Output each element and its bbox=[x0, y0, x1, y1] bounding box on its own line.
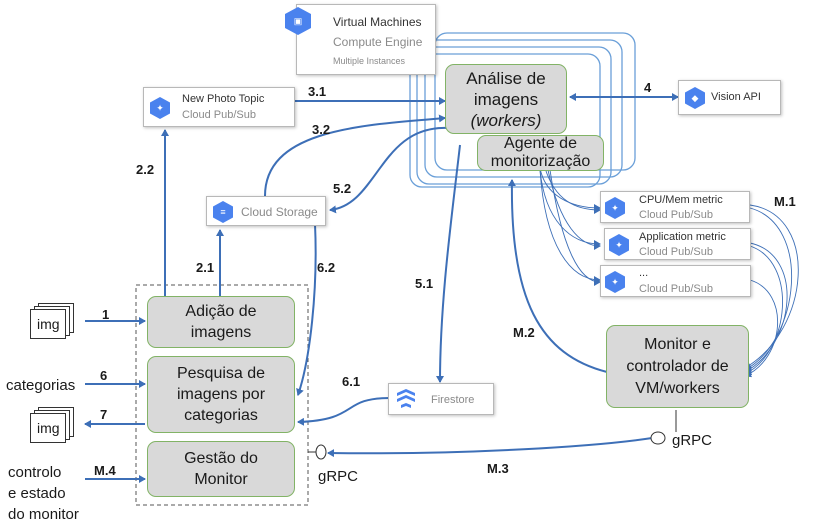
gestao-text: Gestão do Monitor bbox=[184, 450, 258, 488]
step-m3-label: M.3 bbox=[487, 461, 509, 476]
arrow-6-1 bbox=[297, 397, 391, 426]
arrow-5-2 bbox=[329, 126, 449, 214]
analise-imagens-box: Análise de imagens (workers) bbox=[445, 64, 567, 134]
metric-to-monitor-1b bbox=[744, 207, 792, 371]
metric-to-monitor-1 bbox=[744, 204, 799, 369]
vm-note: Multiple Instances bbox=[333, 56, 406, 66]
step-4-label: 4 bbox=[644, 80, 652, 95]
agente-monitorizacao-box: Agente de monitorização bbox=[477, 135, 604, 171]
metric-subtitle: Cloud Pub/Sub bbox=[639, 246, 713, 258]
agent-to-metric-1b bbox=[544, 167, 601, 214]
metric-topic-more: ✦ ... Cloud Pub/Sub bbox=[600, 265, 751, 297]
img-input-document: img bbox=[30, 303, 74, 339]
pesquisa-text: Pesquisa de imagens por categorias bbox=[176, 365, 266, 424]
step-3-2-label: 3.2 bbox=[312, 122, 331, 137]
firestore-icon bbox=[395, 389, 417, 411]
pubsub-icon: ✦ bbox=[605, 271, 625, 293]
new-photo-title: New Photo Topic bbox=[182, 93, 265, 105]
compute-engine-icon: ▣ bbox=[285, 7, 311, 35]
agente-text: Agente de monitorização bbox=[490, 135, 591, 170]
doc-sheet-front bbox=[30, 309, 66, 339]
analise-line2: imagens bbox=[473, 89, 539, 109]
metric-subtitle: Cloud Pub/Sub bbox=[639, 209, 713, 221]
cloud-storage-title: Cloud Storage bbox=[241, 205, 318, 219]
agent-to-metric-2 bbox=[539, 169, 601, 248]
step-1-label: 1 bbox=[102, 307, 110, 322]
pubsub-icon: ✦ bbox=[605, 197, 625, 219]
arrow-6-2 bbox=[296, 223, 317, 396]
metric-to-monitor-2 bbox=[744, 242, 788, 373]
metric-topic-cpu: ✦ CPU/Mem metric Cloud Pub/Sub bbox=[600, 191, 750, 223]
controlo-line2: e estado bbox=[8, 485, 66, 502]
analise-line3: (workers) bbox=[470, 110, 542, 130]
step-6-1-label: 6.1 bbox=[342, 374, 361, 389]
grpc-left-endpoint bbox=[315, 444, 327, 460]
metric-topic-application: ✦ Application metric Cloud Pub/Sub bbox=[604, 228, 751, 260]
step-2-2-label: 2.2 bbox=[136, 162, 155, 177]
metric-subtitle: Cloud Pub/Sub bbox=[639, 283, 713, 295]
agent-to-metric-1 bbox=[539, 167, 601, 212]
controlo-line1: controlo bbox=[8, 464, 62, 481]
vm-title: Virtual Machines bbox=[333, 15, 422, 29]
adicao-text: Adição de imagens bbox=[185, 303, 257, 341]
frontend-boundary bbox=[135, 284, 309, 506]
agent-to-metric-3b bbox=[549, 169, 601, 286]
img-output-document: img bbox=[30, 407, 74, 443]
step-6-2-label: 6.2 bbox=[317, 260, 336, 275]
arrow-3-2 bbox=[264, 114, 446, 197]
grpc-right-label: gRPC bbox=[672, 432, 713, 449]
img-output-label: img bbox=[37, 420, 60, 436]
agent-to-metric-3 bbox=[539, 169, 601, 284]
vision-api-title: Vision API bbox=[711, 91, 761, 103]
grpc-right-endpoint bbox=[650, 431, 666, 445]
new-photo-subtitle: Cloud Pub/Sub bbox=[182, 109, 256, 121]
metric-to-monitor-3 bbox=[744, 279, 779, 378]
step-m1-label: M.1 bbox=[774, 194, 796, 209]
pubsub-icon: ✦ bbox=[609, 234, 629, 256]
vision-api-card: ◆ Vision API bbox=[678, 80, 781, 115]
virtual-machines-card: ▣ Virtual Machines Compute Engine Multip… bbox=[285, 4, 436, 75]
pesquisa-imagens-box: Pesquisa de imagens por categorias bbox=[147, 356, 295, 433]
vm-subtitle: Compute Engine bbox=[333, 35, 423, 49]
categorias-label: categorias bbox=[6, 377, 76, 394]
metric-title: Application metric bbox=[639, 231, 726, 243]
monitor-text: Monitor e controlador de VM/workers bbox=[626, 335, 729, 397]
step-2-1-label: 2.1 bbox=[196, 260, 215, 275]
vision-api-icon: ◆ bbox=[685, 87, 705, 109]
firestore-card: Firestore bbox=[388, 383, 494, 415]
controlo-line3: do monitor bbox=[8, 506, 79, 523]
grpc-left-label: gRPC bbox=[318, 468, 359, 485]
metric-to-monitor-2b bbox=[744, 245, 783, 375]
arrow-5-1 bbox=[436, 144, 461, 383]
firestore-title: Firestore bbox=[431, 394, 475, 406]
monitor-controlador-box: Monitor e controlador de VM/workers bbox=[606, 325, 749, 408]
step-m4-label: M.4 bbox=[94, 463, 116, 478]
arrow-m2 bbox=[507, 179, 608, 373]
metric-title: CPU/Mem metric bbox=[639, 194, 723, 206]
cloud-storage-card: ≡ Cloud Storage bbox=[206, 196, 326, 226]
arrow-m3 bbox=[327, 437, 653, 458]
step-7-label: 7 bbox=[100, 407, 108, 422]
img-input-label: img bbox=[37, 316, 60, 332]
adicao-imagens-box: Adição de imagens bbox=[147, 296, 295, 348]
new-photo-topic-card: ✦ New Photo Topic Cloud Pub/Sub bbox=[143, 87, 295, 127]
step-3-1-label: 3.1 bbox=[308, 84, 327, 99]
step-5-1-label: 5.1 bbox=[415, 276, 434, 291]
analise-line1: Análise de bbox=[466, 68, 546, 88]
step-m2-label: M.2 bbox=[513, 325, 535, 340]
step-6-label: 6 bbox=[100, 368, 108, 383]
doc-sheet-front bbox=[30, 413, 66, 443]
step-5-2-label: 5.2 bbox=[333, 181, 352, 196]
gestao-monitor-box: Gestão do Monitor bbox=[147, 441, 295, 497]
agent-to-metric-2b bbox=[547, 169, 601, 250]
metric-title: ... bbox=[639, 267, 649, 279]
cloud-storage-icon: ≡ bbox=[213, 201, 233, 223]
pubsub-icon: ✦ bbox=[150, 97, 170, 119]
